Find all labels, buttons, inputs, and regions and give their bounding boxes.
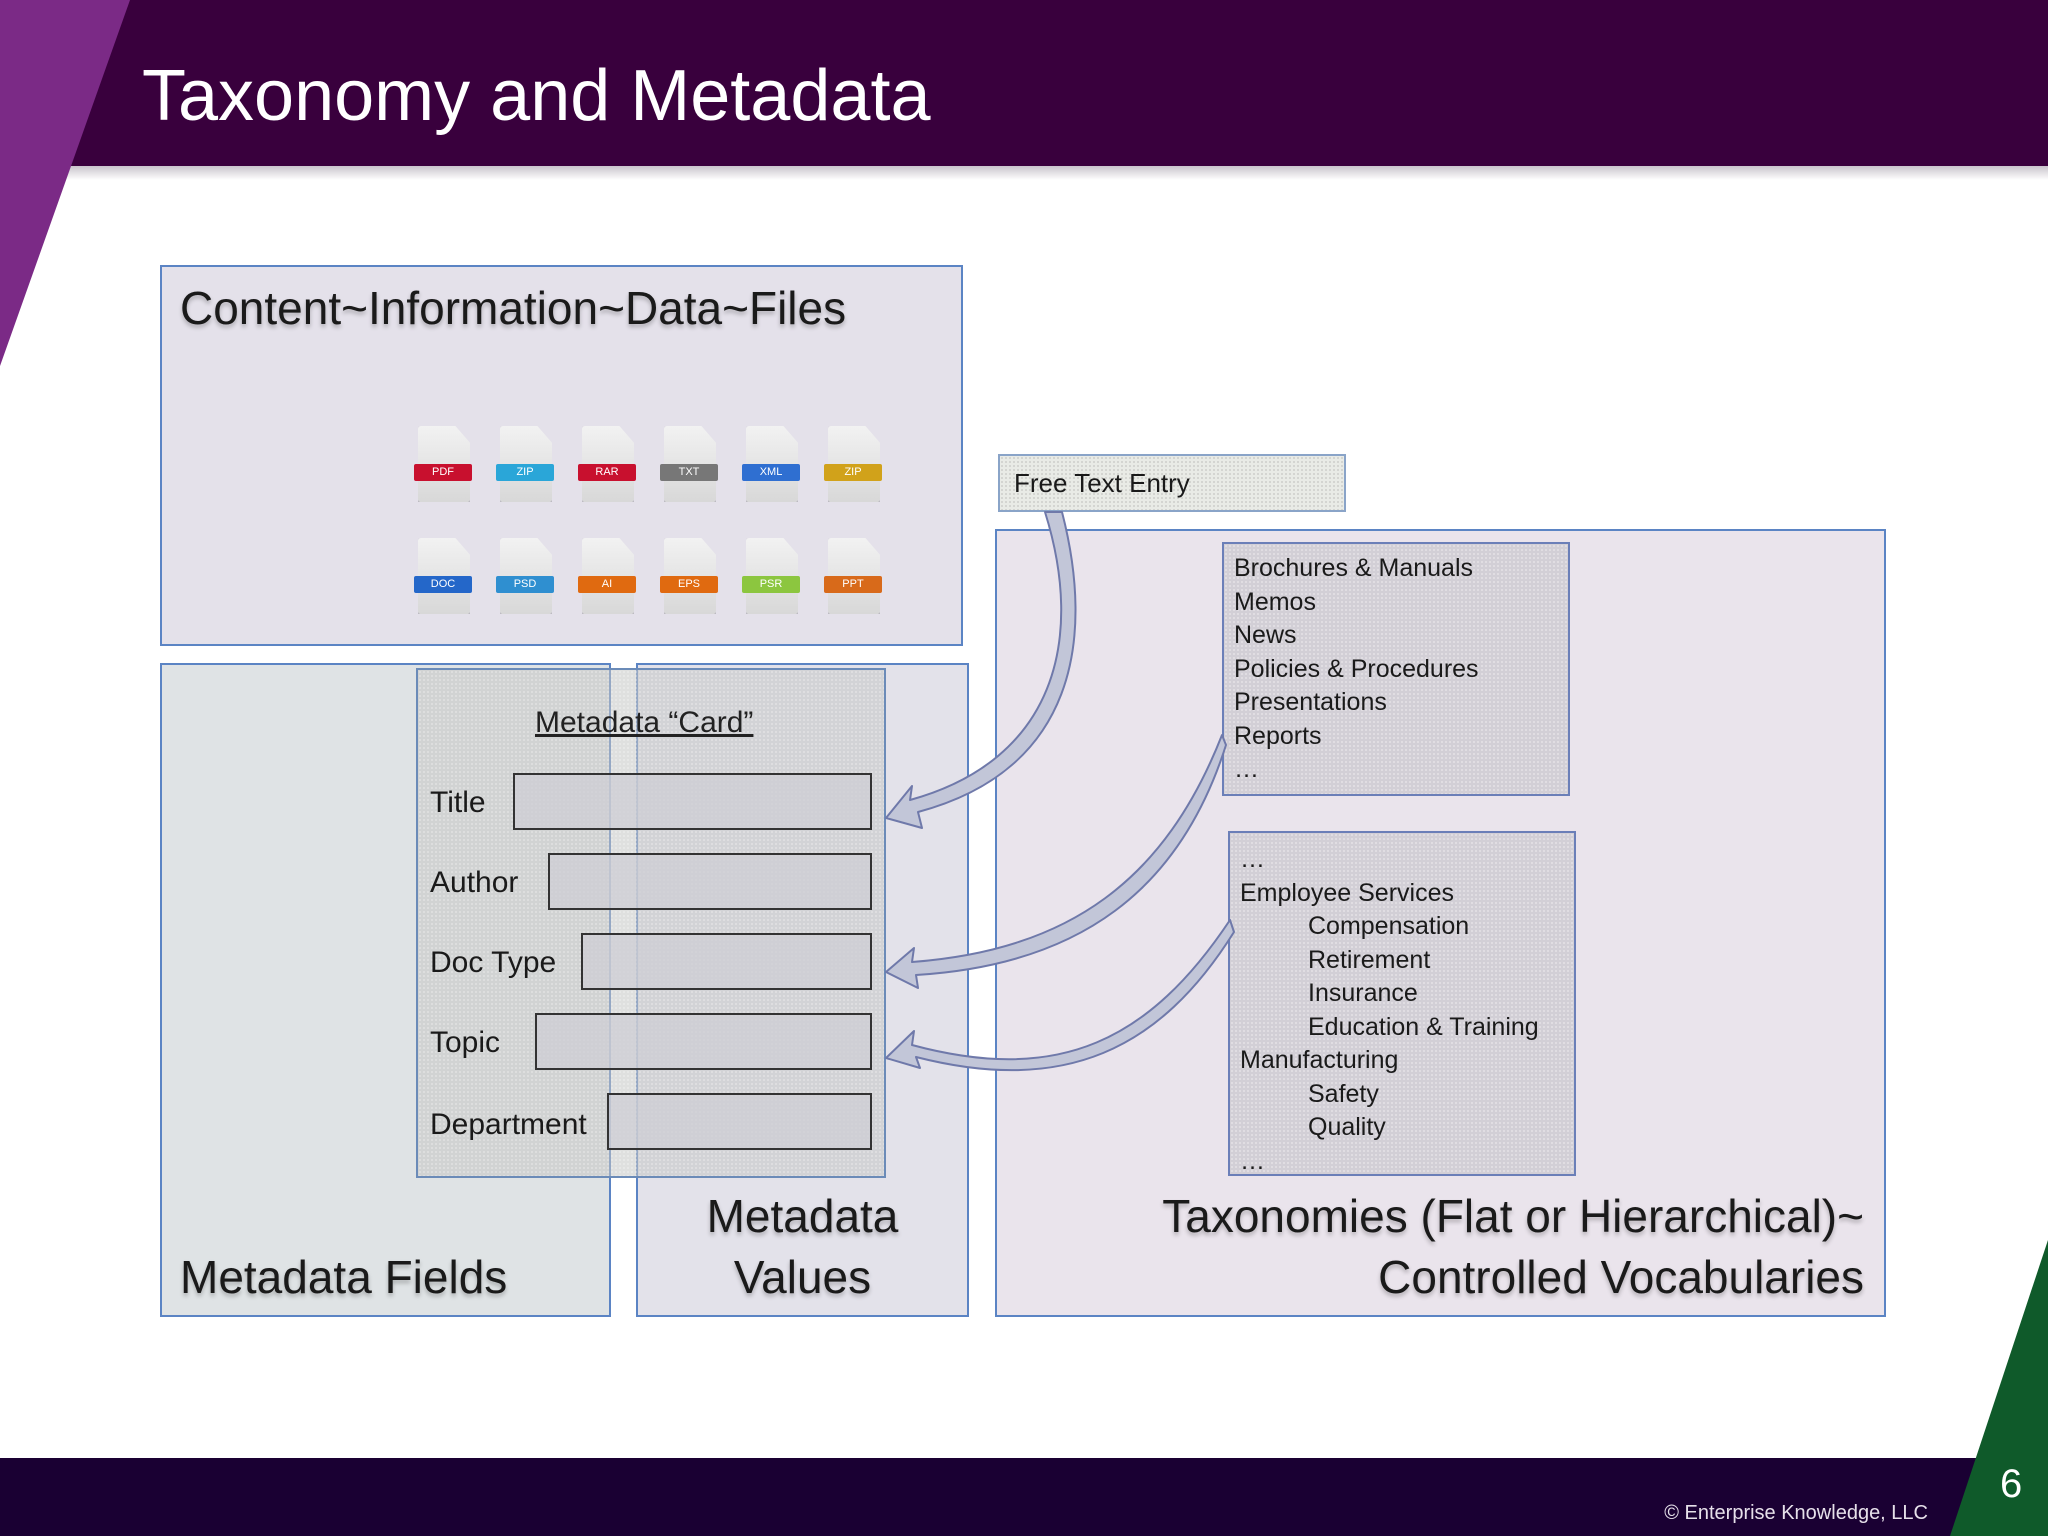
field-label-title: Title: [430, 786, 486, 819]
slide-title: Taxonomy and Metadata: [142, 56, 931, 136]
field-box-department: [607, 1093, 872, 1150]
file-icon-doc: DOC: [414, 538, 472, 616]
file-type-label: XML: [742, 464, 800, 481]
file-icon-zip: ZIP: [824, 426, 882, 504]
department-taxonomy-box: [1228, 831, 1576, 1176]
metadata-values-label-line1: Metadata: [706, 1190, 899, 1242]
doc-type-to-doc-type-arrow: [885, 734, 1227, 989]
file-icon-eps: EPS: [660, 538, 718, 616]
doc-type-item: Memos: [1234, 587, 1316, 616]
green-accent-triangle: [1950, 1240, 2048, 1536]
file-icon-xml: XML: [742, 426, 800, 504]
file-type-label: PSR: [742, 576, 800, 593]
file-icon-ppt: PPT: [824, 538, 882, 616]
slide-footer-bar: [0, 1458, 2048, 1536]
header-shadow: [0, 166, 2048, 180]
field-label-topic: Topic: [430, 1026, 501, 1059]
taxonomies-label-line1: Taxonomies (Flat or Hierarchical)~: [1162, 1190, 1864, 1242]
department-item: Compensation: [1308, 912, 1470, 940]
department-item: Employee Services: [1240, 878, 1454, 907]
purple-accent-triangle: [0, 0, 130, 366]
doc-type-item: Brochures & Manuals: [1234, 554, 1474, 582]
metadata-card: [416, 668, 886, 1178]
department-item: …: [1240, 845, 1265, 873]
department-item: Insurance: [1308, 979, 1418, 1007]
department-item: Quality: [1308, 1113, 1386, 1141]
field-label-doc-type: Doc Type: [430, 946, 557, 979]
file-type-label: DOC: [414, 576, 472, 593]
department-to-topic-arrow: [885, 919, 1235, 1072]
field-box-doc-type: [581, 933, 872, 990]
field-box-title: [513, 773, 872, 830]
field-label-author: Author: [430, 866, 519, 899]
file-type-label: PPT: [824, 576, 882, 593]
file-icon-ai: AI: [578, 538, 636, 616]
metadata-values-label-line2: Values: [733, 1251, 872, 1303]
doc-type-item: Presentations: [1234, 688, 1387, 716]
file-type-label: PDF: [414, 464, 472, 481]
metadata-fields-label: Metadata Fields: [180, 1251, 508, 1303]
metadata-card-title: Metadata “Card”: [535, 706, 754, 739]
field-box-topic: [535, 1013, 872, 1070]
file-icon-psr: PSR: [742, 538, 800, 616]
file-type-label: TXT: [660, 464, 718, 481]
slide-header-bar: [0, 0, 2048, 166]
doc-type-item: Policies & Procedures: [1234, 654, 1479, 683]
file-type-label: ZIP: [496, 464, 554, 481]
department-item: Retirement: [1308, 945, 1431, 974]
content-panel-label: Content~Information~Data~Files: [180, 282, 847, 334]
department-item: Education & Training: [1308, 1012, 1539, 1041]
copyright-notice: © Enterprise Knowledge, LLC: [1664, 1502, 1928, 1524]
department-item: …: [1240, 1146, 1265, 1175]
department-item: Safety: [1308, 1079, 1379, 1108]
doc-type-item: News: [1234, 621, 1297, 649]
file-icon-txt: TXT: [660, 426, 718, 504]
field-box-author: [548, 853, 872, 910]
page-number: 6: [2000, 1462, 2023, 1506]
free-text-entry-box: Free Text Entry: [998, 454, 1346, 512]
file-type-label: AI: [578, 576, 636, 593]
file-type-label: PSD: [496, 576, 554, 593]
doc-type-item: Reports: [1234, 721, 1322, 750]
file-icon-pdf: PDF: [414, 426, 472, 504]
free-text-to-title-arrow: [885, 511, 1077, 829]
doc-type-taxonomy-box: [1222, 542, 1570, 796]
department-item: Manufacturing: [1240, 1046, 1399, 1074]
taxonomies-label-line2: Controlled Vocabularies: [1378, 1251, 1864, 1303]
file-type-label: ZIP: [824, 464, 882, 481]
file-type-label: EPS: [660, 576, 718, 593]
file-type-label: RAR: [578, 464, 636, 481]
file-icon-zip: ZIP: [496, 426, 554, 504]
field-label-department: Department: [430, 1108, 587, 1141]
doc-type-item: …: [1234, 755, 1259, 783]
file-icon-rar: RAR: [578, 426, 636, 504]
file-icon-psd: PSD: [496, 538, 554, 616]
